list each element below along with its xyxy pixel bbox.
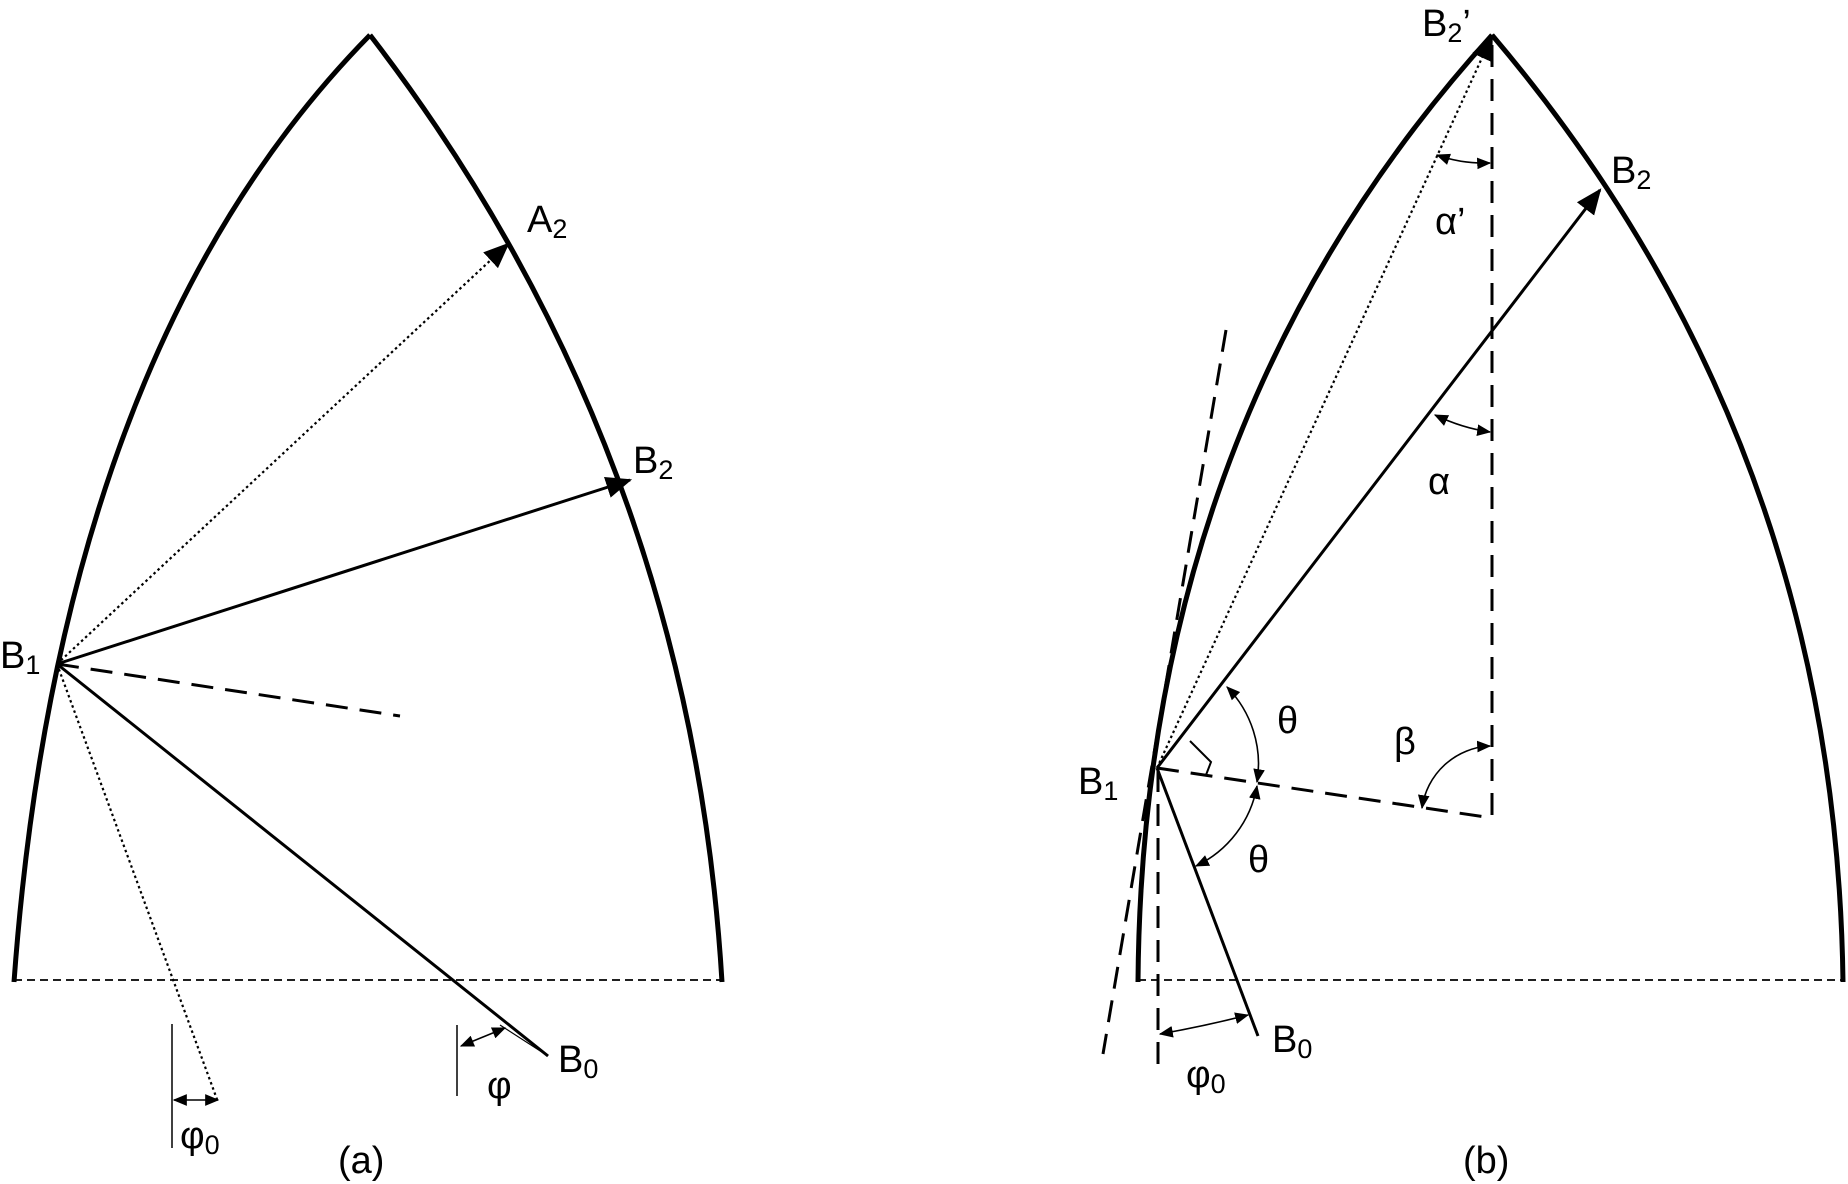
normal-dashed-line xyxy=(56,662,401,718)
label-phi0-b: φ0 xyxy=(1186,1054,1226,1099)
label-b2prime: B2’ xyxy=(1422,3,1471,48)
phi0-arc-b xyxy=(1158,1012,1250,1038)
ray-b1-b2 xyxy=(1155,188,1602,769)
panel-b-left-arc xyxy=(1135,33,1494,983)
panel-a-left-arc xyxy=(11,33,372,983)
label-b2-b: B2 xyxy=(1611,150,1651,195)
ray-b1-b2 xyxy=(56,476,633,666)
theta-lower-arc xyxy=(1194,784,1261,867)
label-beta: β xyxy=(1394,721,1416,763)
label-theta-lower: θ xyxy=(1248,839,1269,881)
label-a2: A2 xyxy=(527,199,567,244)
label-b0: B0 xyxy=(558,1039,598,1084)
phi-arrow xyxy=(459,1027,507,1047)
label-alpha-prime: α’ xyxy=(1435,201,1465,243)
right-angle-marker xyxy=(1189,740,1213,776)
panel-a: A2 B2 B1 B0 φ φ0 (a) xyxy=(0,33,725,1182)
panel-b: B2’ B2 B1 B0 α’ α β θ θ φ0 (b) xyxy=(1078,3,1846,1182)
alpha-arc xyxy=(1433,414,1492,436)
normal-dashed-line-b xyxy=(1156,766,1493,820)
label-b2: B2 xyxy=(633,440,673,485)
label-phi0: φ0 xyxy=(180,1115,220,1160)
alpha-prime-arc xyxy=(1435,153,1492,170)
label-alpha: α xyxy=(1428,461,1450,503)
ray-b0-b1 xyxy=(1155,767,1260,1037)
ray-b1-a2 xyxy=(56,242,510,665)
label-phi: φ xyxy=(487,1065,512,1107)
ray-b0-b1 xyxy=(56,662,549,1058)
label-theta-upper: θ xyxy=(1277,700,1298,742)
panel-b-right-arc xyxy=(1490,33,1846,983)
beta-arc xyxy=(1418,740,1492,810)
ray-b1-dotted-lower xyxy=(55,663,220,1103)
label-b1-b: B1 xyxy=(1078,761,1118,806)
caption-b: (b) xyxy=(1463,1140,1509,1182)
tangent-dashed-line xyxy=(1101,329,1228,1055)
ray-b1-b2prime xyxy=(1155,34,1494,769)
label-b0-b: B0 xyxy=(1272,1019,1312,1064)
caption-a: (a) xyxy=(338,1140,384,1182)
theta-upper-arc xyxy=(1226,686,1265,784)
label-b1: B1 xyxy=(0,635,40,680)
b0-ray-tip xyxy=(499,1024,549,1057)
